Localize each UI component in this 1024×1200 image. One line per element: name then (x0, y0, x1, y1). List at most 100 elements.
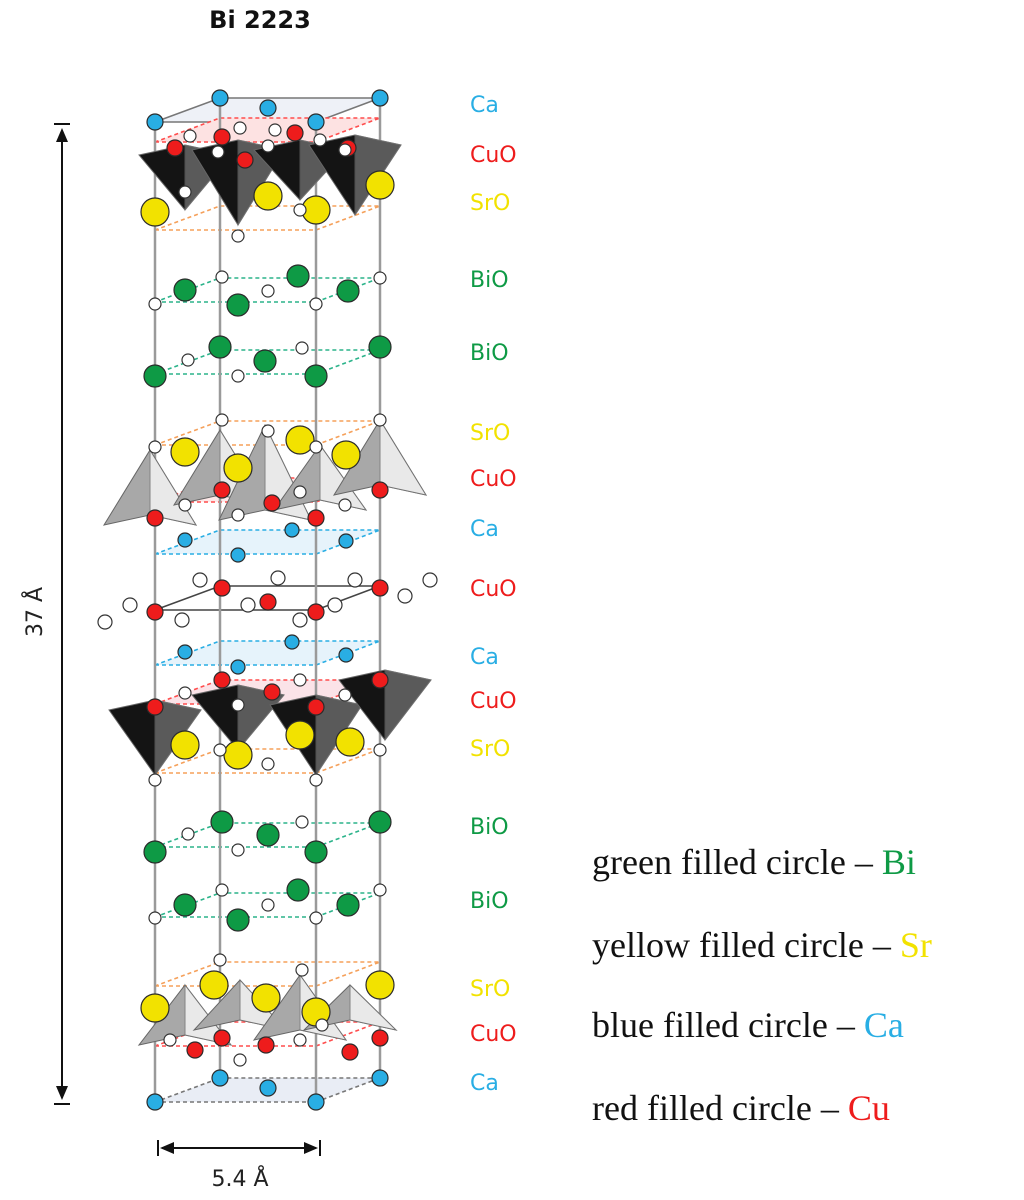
atom-o (163, 1033, 177, 1047)
layer-label-sro: SrO (470, 191, 510, 216)
atom-o (268, 123, 282, 137)
legend-symbol: Bi (882, 842, 916, 882)
layer-label-bio: BiO (470, 341, 509, 366)
atom-ca (230, 547, 246, 563)
sro-plane (154, 961, 381, 987)
atom-bi (304, 364, 328, 388)
atom-o (309, 773, 323, 787)
atom-o (231, 698, 245, 712)
atom-o (181, 353, 195, 367)
atom-bi (368, 335, 392, 359)
layer-label-bio: BiO (470, 889, 509, 914)
atom-o (233, 1053, 247, 1067)
atom-bi (173, 893, 197, 917)
atom-o (373, 743, 387, 757)
atom-ca (338, 533, 354, 549)
atom-cu (146, 698, 164, 716)
atom-ca (177, 644, 193, 660)
atom-o (261, 757, 275, 771)
layer-label-ca: Ca (470, 1071, 499, 1096)
atom-o (192, 572, 208, 588)
atom-cu (257, 1036, 275, 1054)
atom-o (295, 341, 309, 355)
layer-label-ca: Ca (470, 93, 499, 118)
atom-cu (371, 579, 389, 597)
atom-bi (226, 908, 250, 932)
atom-o (292, 612, 308, 628)
atom-ca (307, 113, 325, 131)
atom-o (313, 133, 327, 147)
diagram-title: Bi 2223 (209, 6, 311, 34)
legend-symbol: Ca (864, 1005, 904, 1045)
atom-o (309, 440, 323, 454)
atom-o (178, 686, 192, 700)
layer-label-cuo: CuO (470, 689, 517, 714)
pyramid-grey-face (379, 418, 428, 496)
dimension-markers: 37 Å5.4 Å (21, 123, 321, 1192)
arrowhead-left (160, 1142, 174, 1154)
unit-cell (97, 89, 438, 1111)
arrowhead-right (304, 1142, 318, 1154)
atom-bi (286, 264, 310, 288)
atom-ca (371, 1069, 389, 1087)
atom-sr (170, 437, 200, 467)
pyramid-dark-face (384, 669, 432, 742)
legend-item-cu: red filled circle – Cu (592, 1088, 890, 1128)
atom-cu (236, 151, 254, 169)
atom-sr (140, 197, 170, 227)
layer-label-cuo: CuO (470, 467, 517, 492)
atom-o (422, 572, 438, 588)
atom-bi (253, 349, 277, 373)
atom-bi (210, 810, 234, 834)
atom-ca (284, 634, 300, 650)
atom-o (338, 688, 352, 702)
bio-plane (154, 277, 381, 303)
legend-symbol: Cu (848, 1088, 890, 1128)
atom-ca (284, 522, 300, 538)
atom-sr (251, 983, 281, 1013)
atom-o (373, 883, 387, 897)
atom-sr (170, 730, 200, 760)
atom-o (148, 297, 162, 311)
atom-bi (208, 335, 232, 359)
atom-ca (211, 89, 229, 107)
atom-ca (371, 89, 389, 107)
atom-bi (143, 364, 167, 388)
atom-o (270, 570, 286, 586)
atom-o (347, 572, 363, 588)
legend-text: green filled circle – (592, 842, 882, 882)
atom-bi (336, 893, 360, 917)
bio-plane (154, 349, 381, 375)
atom-o (183, 129, 197, 143)
ca-plane (154, 640, 381, 666)
ca-plane (154, 529, 381, 555)
bio-plane (154, 822, 381, 848)
atom-ca (146, 113, 164, 131)
atom-o (97, 614, 113, 630)
arrowhead-bottom (56, 1086, 68, 1100)
atom-o (295, 963, 309, 977)
sro-plane (154, 748, 381, 774)
atom-o (397, 588, 413, 604)
legend-text: red filled circle – (592, 1088, 848, 1128)
atom-sr (199, 970, 229, 1000)
atom-o (148, 773, 162, 787)
atom-sr (331, 440, 361, 470)
atom-ca (259, 1079, 277, 1097)
atom-cu (307, 603, 325, 621)
atom-o (213, 743, 227, 757)
atom-cu (213, 671, 231, 689)
atom-sr (223, 740, 253, 770)
atom-ca (211, 1069, 229, 1087)
atom-cu (213, 579, 231, 597)
atom-sr (285, 720, 315, 750)
legend-text: blue filled circle – (592, 1005, 864, 1045)
layer-label-cuo: CuO (470, 143, 517, 168)
atom-o (338, 498, 352, 512)
sro-plane (154, 205, 381, 231)
layer-label-ca: Ca (470, 645, 499, 670)
atom-cu (263, 683, 281, 701)
atom-cu (307, 509, 325, 527)
atom-cu (341, 1043, 359, 1061)
